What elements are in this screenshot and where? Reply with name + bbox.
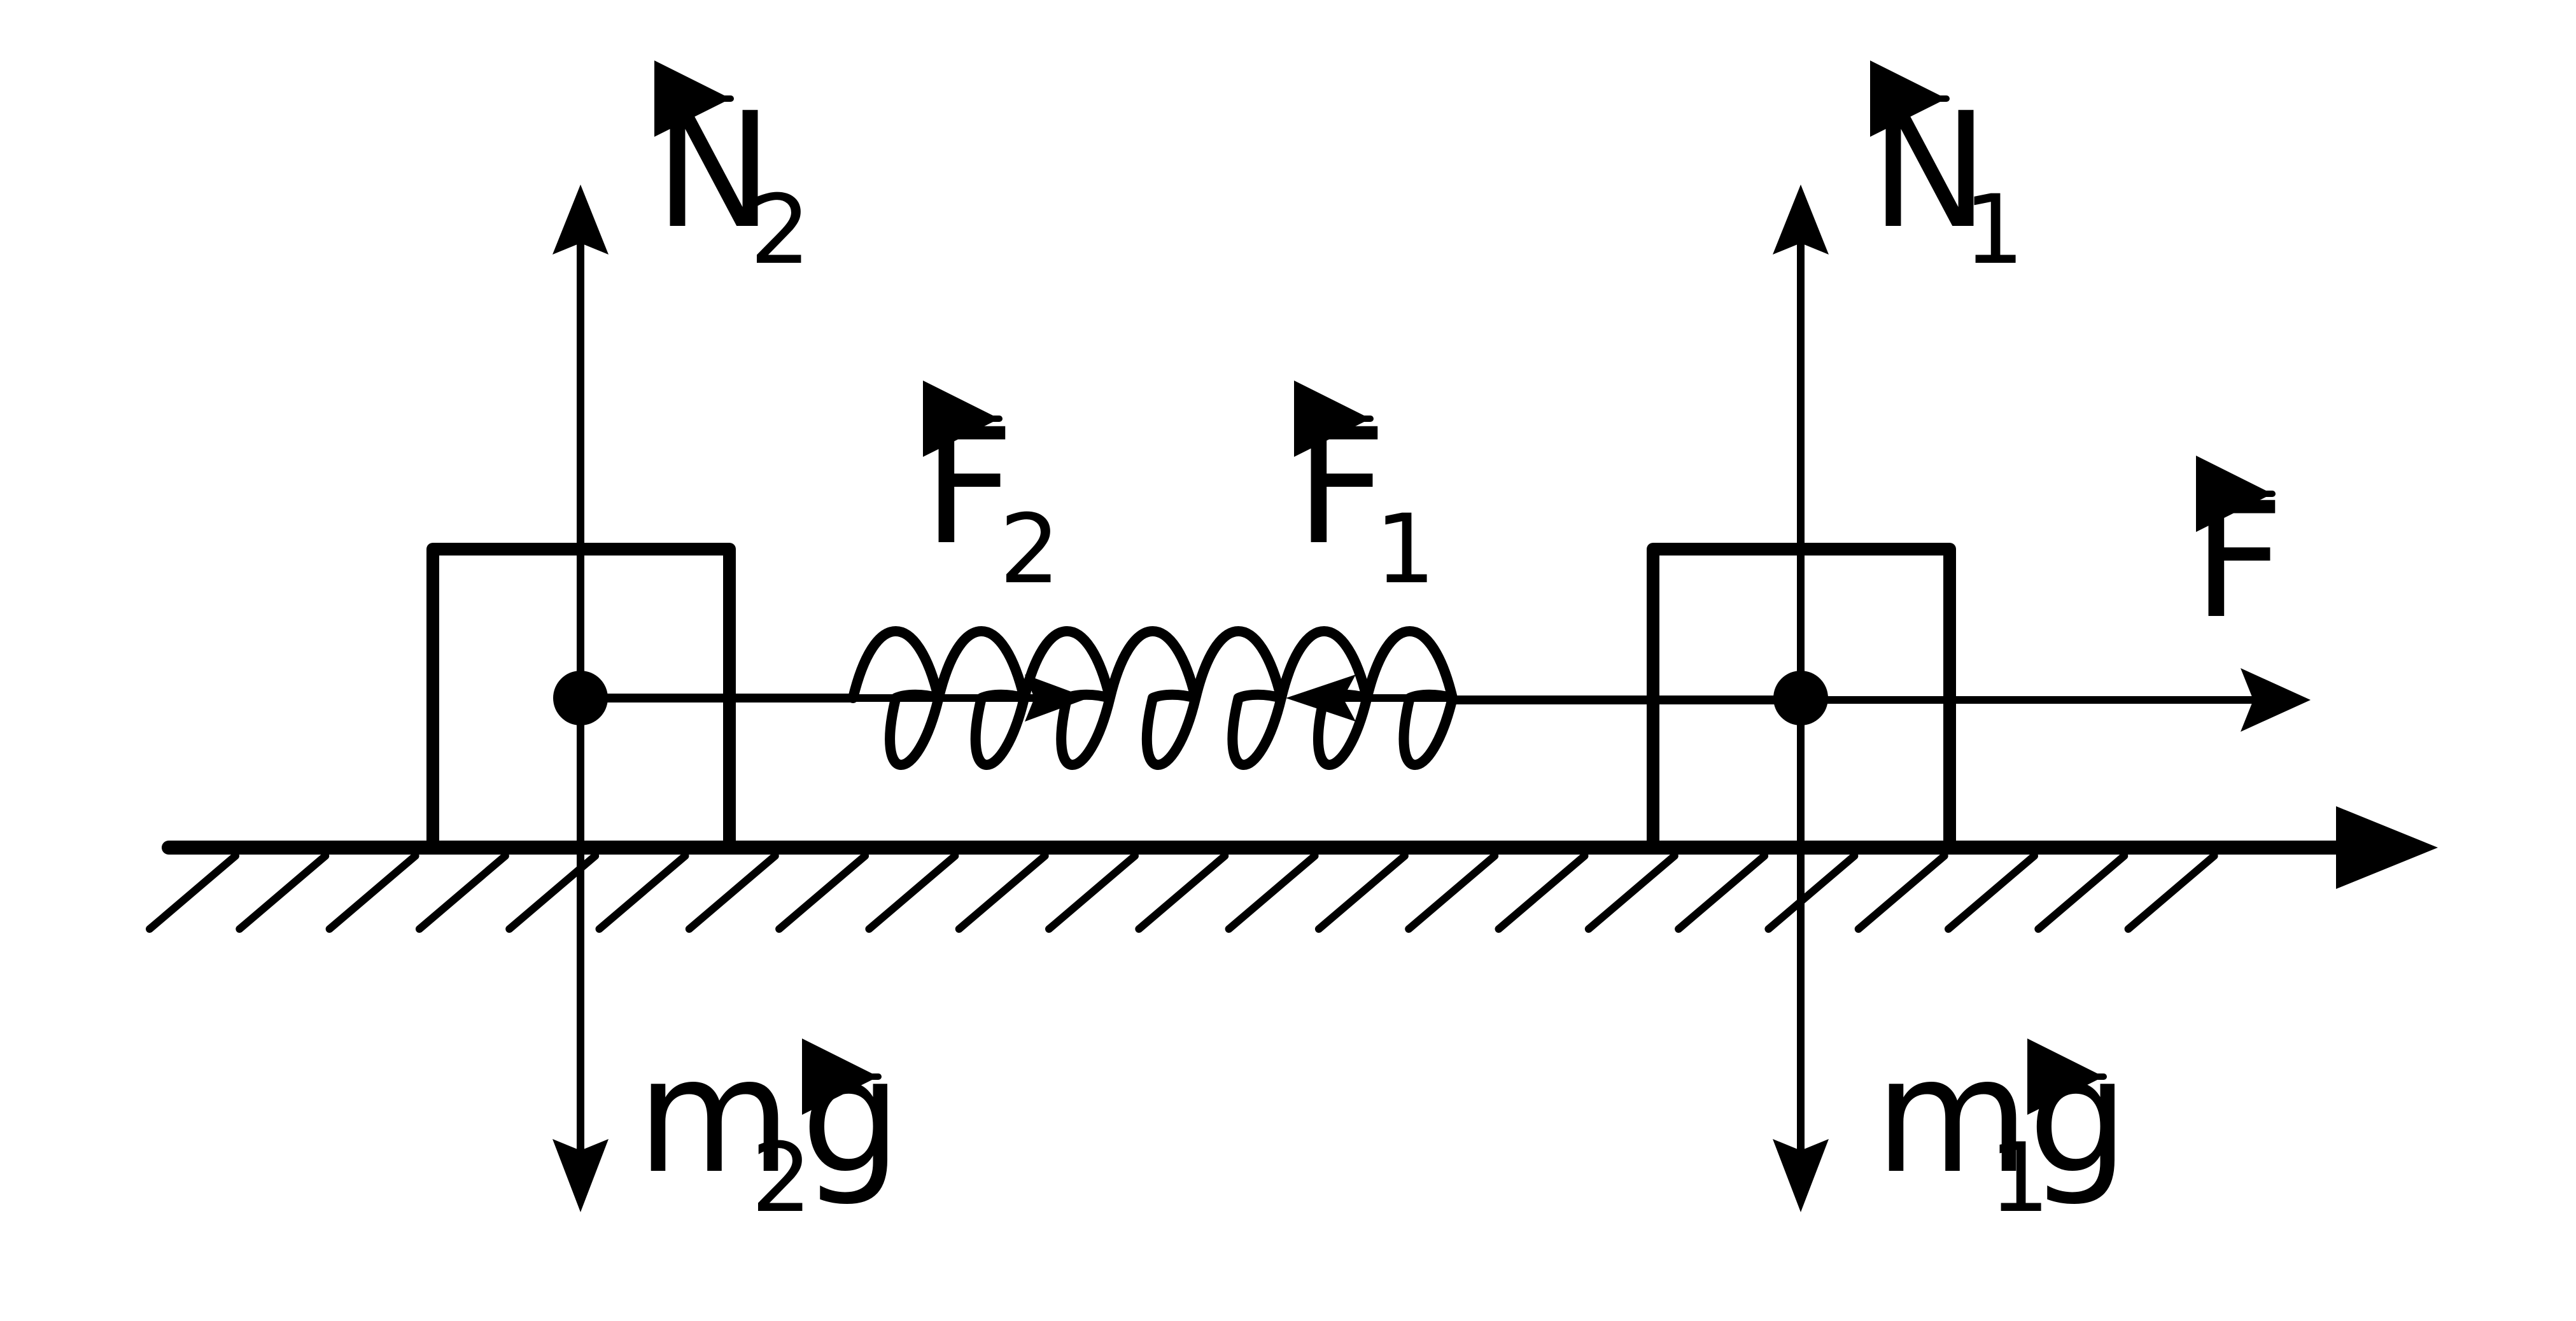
ground-axis-arrowhead <box>2336 806 2438 889</box>
spring-force-1-arrow <box>1286 674 1456 722</box>
gravity-force-1-arrow <box>1773 694 1829 1212</box>
label-m1g-mass: m <box>1875 1023 2030 1208</box>
label-n2: N 2 <box>654 60 810 286</box>
ground-hatch-line <box>775 852 869 933</box>
ground-hatch-line <box>1854 852 1948 933</box>
label-f: F <box>2193 456 2284 654</box>
label-f1: F 1 <box>1294 381 1435 605</box>
ground-hatch-line <box>415 852 509 933</box>
gravity-force-2-arrow <box>553 694 609 1212</box>
spring-force-2-arrow <box>849 674 1088 722</box>
label-n2-subscript: 2 <box>750 175 810 286</box>
ground-hatch-line <box>1225 852 1319 933</box>
label-m1g-g: g <box>2028 1023 2129 1208</box>
label-n1-subscript: 1 <box>1964 175 2024 286</box>
normal-force-2-arrow <box>553 185 609 702</box>
label-n1: N 1 <box>1870 60 2024 286</box>
label-f1-symbol: F <box>1295 395 1387 580</box>
ground-hatch-marks <box>146 852 2218 933</box>
label-m2g-g: g <box>801 1023 902 1208</box>
ground-hatch-line <box>1495 852 1589 933</box>
ground-hatch-line <box>1135 852 1229 933</box>
label-n2-symbol: N <box>654 78 773 263</box>
normal-force-1-arrow <box>1773 185 1829 702</box>
ground-hatch-line <box>595 852 689 933</box>
ground-hatch-line <box>325 852 419 933</box>
label-m2g-subscript: 2 <box>751 1123 812 1234</box>
ground-hatch-line <box>1584 852 1679 933</box>
label-m2g: m 2 g <box>637 1023 902 1234</box>
label-m1g-subscript: 1 <box>1989 1123 2050 1234</box>
ground-hatch-line <box>1764 852 1859 933</box>
ground-hatch-line <box>865 852 959 933</box>
ground-hatch-line <box>1675 852 1769 933</box>
ground-hatch-line <box>1314 852 1409 933</box>
ground-hatch-line <box>1045 852 1139 933</box>
ground-hatch-line <box>955 852 1049 933</box>
ground-hatch-line <box>1945 852 2038 933</box>
ground-hatch-line <box>685 852 779 933</box>
ground-hatch-line <box>2124 852 2218 933</box>
label-f2: F 2 <box>923 381 1060 605</box>
ground-hatch-line <box>146 852 239 933</box>
label-m2g-mass: m <box>637 1023 792 1208</box>
applied-force-arrow <box>1797 668 2311 732</box>
ground-hatch-line <box>1405 852 1499 933</box>
ground <box>146 806 2438 933</box>
label-f-symbol: F <box>2193 468 2284 654</box>
label-n1-symbol: N <box>1870 78 1989 263</box>
label-m1g: m 1 g <box>1875 1023 2129 1234</box>
ground-hatch-line <box>236 852 330 933</box>
label-f2-symbol: F <box>923 395 1015 580</box>
label-f2-subscript: 2 <box>999 494 1060 605</box>
label-f1-subscript: 1 <box>1375 494 1435 605</box>
ground-hatch-line <box>2034 852 2129 933</box>
